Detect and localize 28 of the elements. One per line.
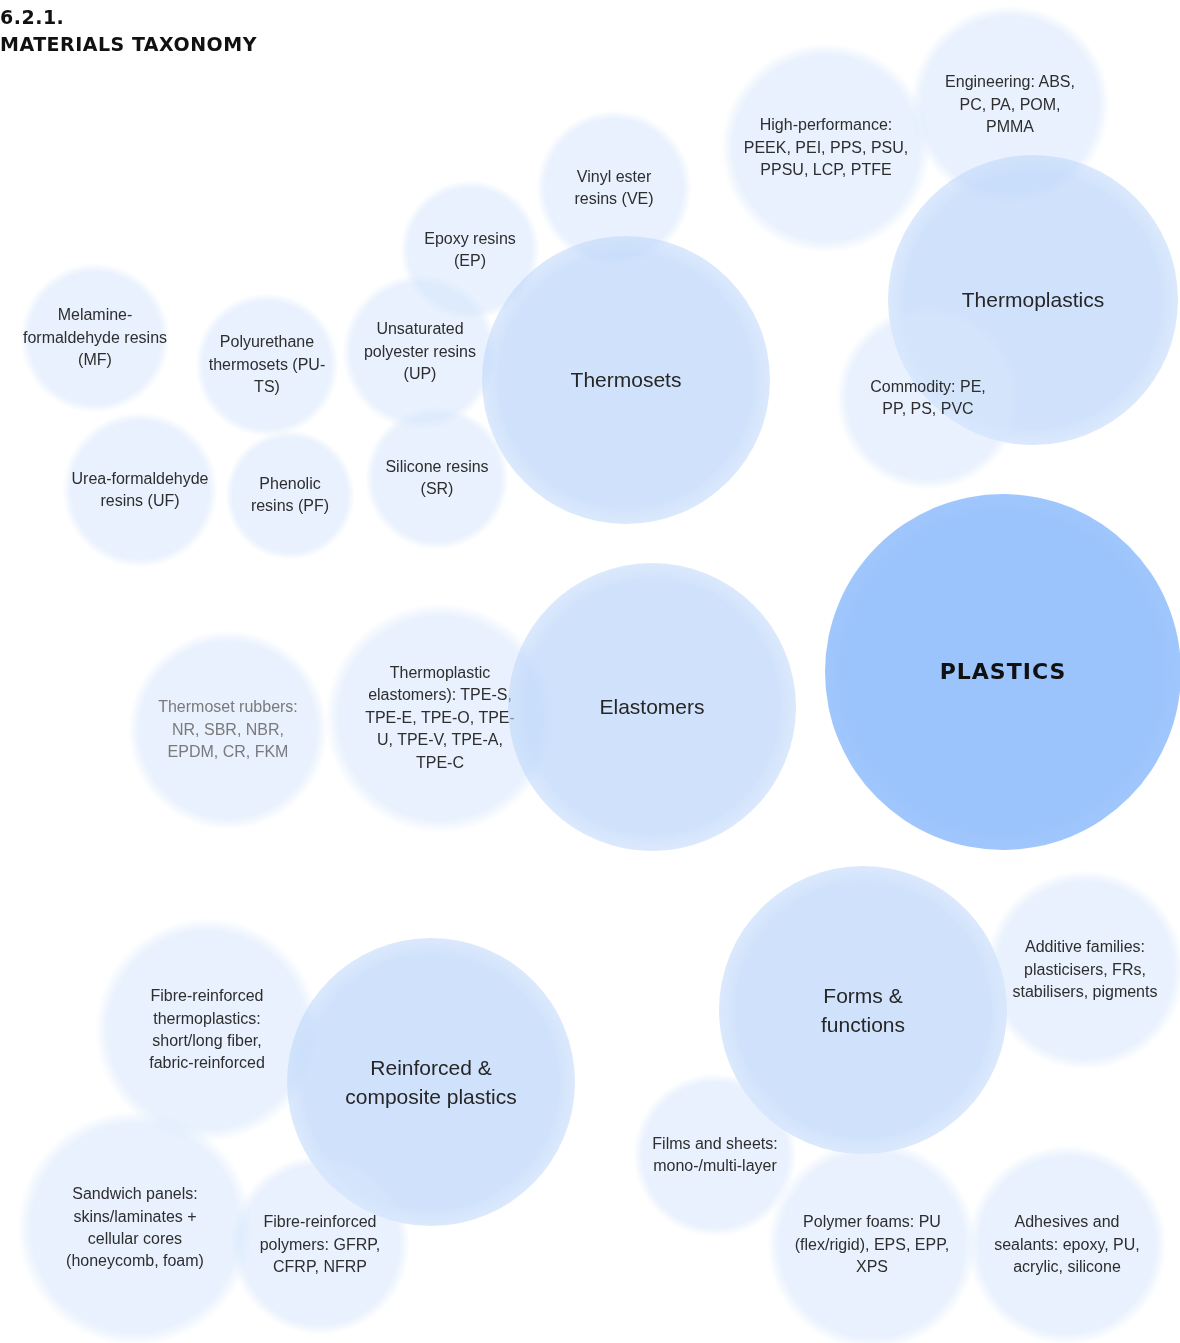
- bubble-label: Silicone resins (SR): [384, 456, 490, 499]
- bubble-label: Melamine-formaldehyde resins (MF): [21, 305, 169, 371]
- bubble-label: Epoxy resins (EP): [423, 228, 517, 271]
- bubble-label: Engineering: ABS, PC, PA, POM, PMMA: [944, 72, 1076, 138]
- bubble-label: Films and sheets: mono-/multi-layer: [651, 1133, 779, 1176]
- bubble-label: Elastomers: [598, 694, 706, 721]
- bubble-label: Adhesives and sealants: epoxy, PU, acrylic, silicone: [993, 1212, 1141, 1278]
- bubble-label: Polymer foams: PU (flex/rigid), EPS, EPP, XPS: [793, 1212, 951, 1278]
- bubble-label: Forms & functions: [819, 982, 907, 1038]
- bubble-label: Urea-formaldehyde resins (UF): [70, 468, 210, 511]
- bubble-label: PLASTICS: [938, 657, 1068, 686]
- bubble-label: Vinyl ester resins (VE): [573, 166, 655, 209]
- bubble-label: Additive families: plasticisers, FRs, stabilisers, pigments: [1011, 937, 1159, 1003]
- bubble-label: Thermoplastics: [960, 287, 1106, 314]
- diagram-title: MATERIALS TAXONOMY: [0, 32, 257, 57]
- bubble-label: Thermoplastic elastomers): TPE-S, TPE-E, TPE-O, TPE-U, TPE-V, TPE-A, TPE-C: [364, 663, 516, 773]
- bubble-label: Fibre-reinforced thermoplastics: short/long fiber, fabric-reinforced: [148, 986, 266, 1074]
- bubble-label: Reinforced & composite plastics: [344, 1054, 518, 1110]
- bubble-label: Commodity: PE, PP, PS, PVC: [869, 376, 987, 419]
- bubble-label: Fibre-reinforced polymers: GFRP, CFRP, NFRP: [258, 1212, 382, 1278]
- bubble-label: Thermosets: [569, 367, 683, 394]
- bubble-label: Phenolic resins (PF): [249, 473, 331, 516]
- section-number: 6.2.1.: [0, 5, 66, 30]
- bubble-label: Unsaturated polyester resins (UP): [362, 319, 477, 385]
- bubble-label: High-performance: PEEK, PEI, PPS, PSU, PPSU, LCP, PTFE: [742, 115, 910, 181]
- bubble-label: Polyurethane thermosets (PU-TS): [207, 332, 327, 398]
- bubble-label: Sandwich panels: skins/laminates + cellular cores (honeycomb, foam): [65, 1184, 205, 1272]
- bubble-label: Thermoset rubbers: NR, SBR, NBR, EPDM, CR, FKM: [157, 697, 299, 763]
